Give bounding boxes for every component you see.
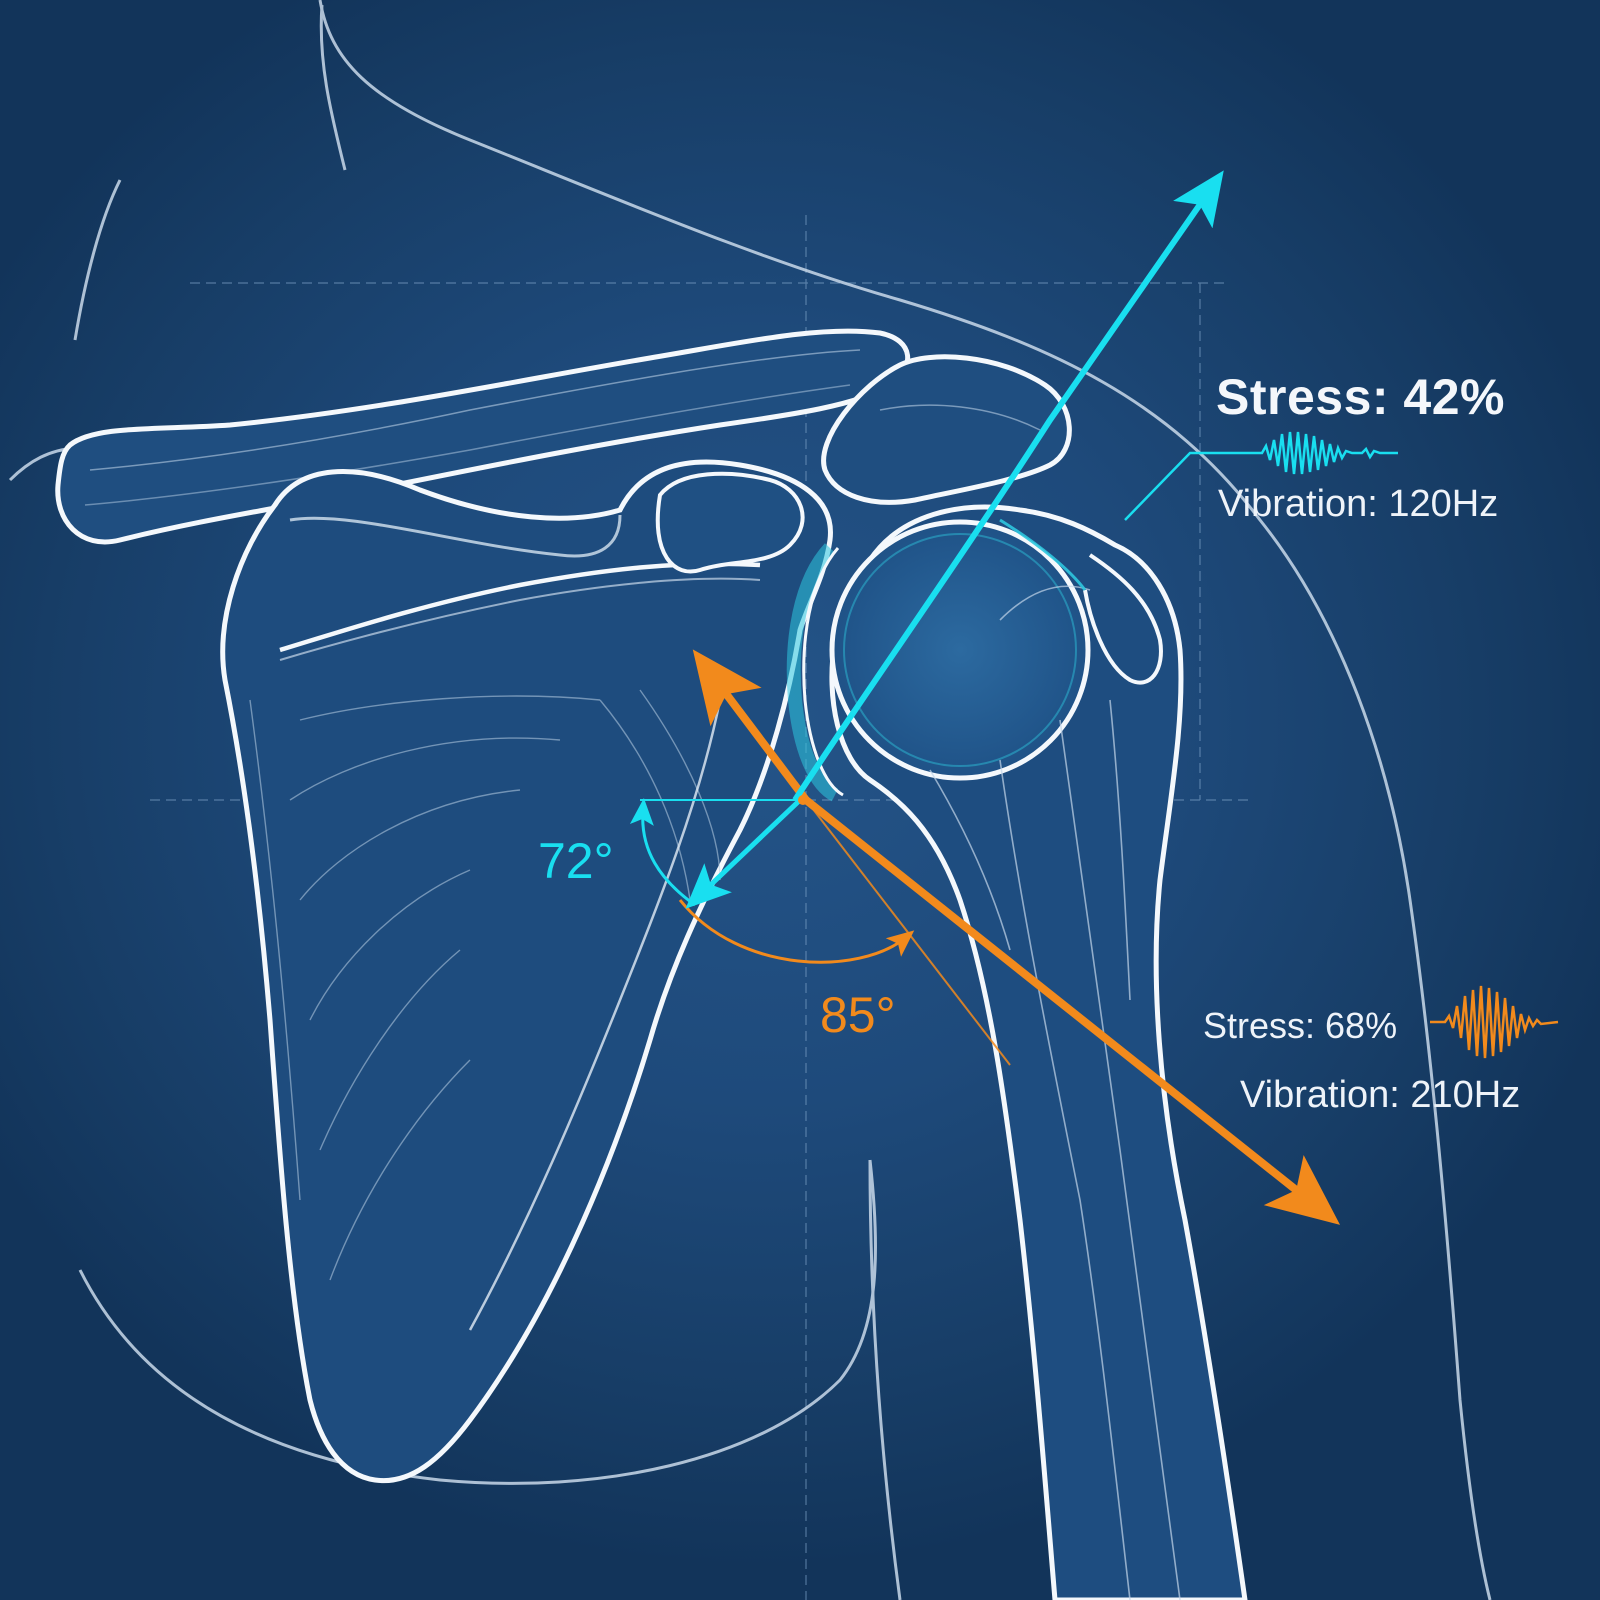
orange-vibration-waveform (1430, 985, 1559, 1059)
orange-vibration-label: Vibration: 210Hz (1240, 1074, 1521, 1116)
orange-angle-arc (678, 899, 915, 964)
joint-center-point (798, 795, 808, 805)
cyan-angle-label: 72° (538, 833, 614, 889)
cyan-force-vector-up (792, 170, 1224, 802)
humerus (829, 504, 1248, 1600)
orange-stress-label: Stress: 68% (1203, 1005, 1398, 1046)
cyan-vibration-label: Vibration: 120Hz (1218, 483, 1499, 525)
body-contours (8, 0, 1492, 1600)
cyan-angle-arc (629, 798, 696, 907)
glenoid (786, 543, 844, 802)
orange-force-vector-back (692, 649, 810, 803)
acromion (821, 354, 1072, 505)
cyan-vibration-waveform (1255, 431, 1398, 475)
orange-force-vector-forward (803, 796, 1341, 1225)
scapula (220, 459, 833, 1484)
clavicle (55, 328, 910, 545)
orange-angle-label: 85° (820, 987, 896, 1043)
cyan-callout-leader (1124, 451, 1255, 521)
cyan-stress-label: Stress: 42% (1216, 369, 1505, 425)
cyan-force-vector-down (685, 798, 802, 909)
